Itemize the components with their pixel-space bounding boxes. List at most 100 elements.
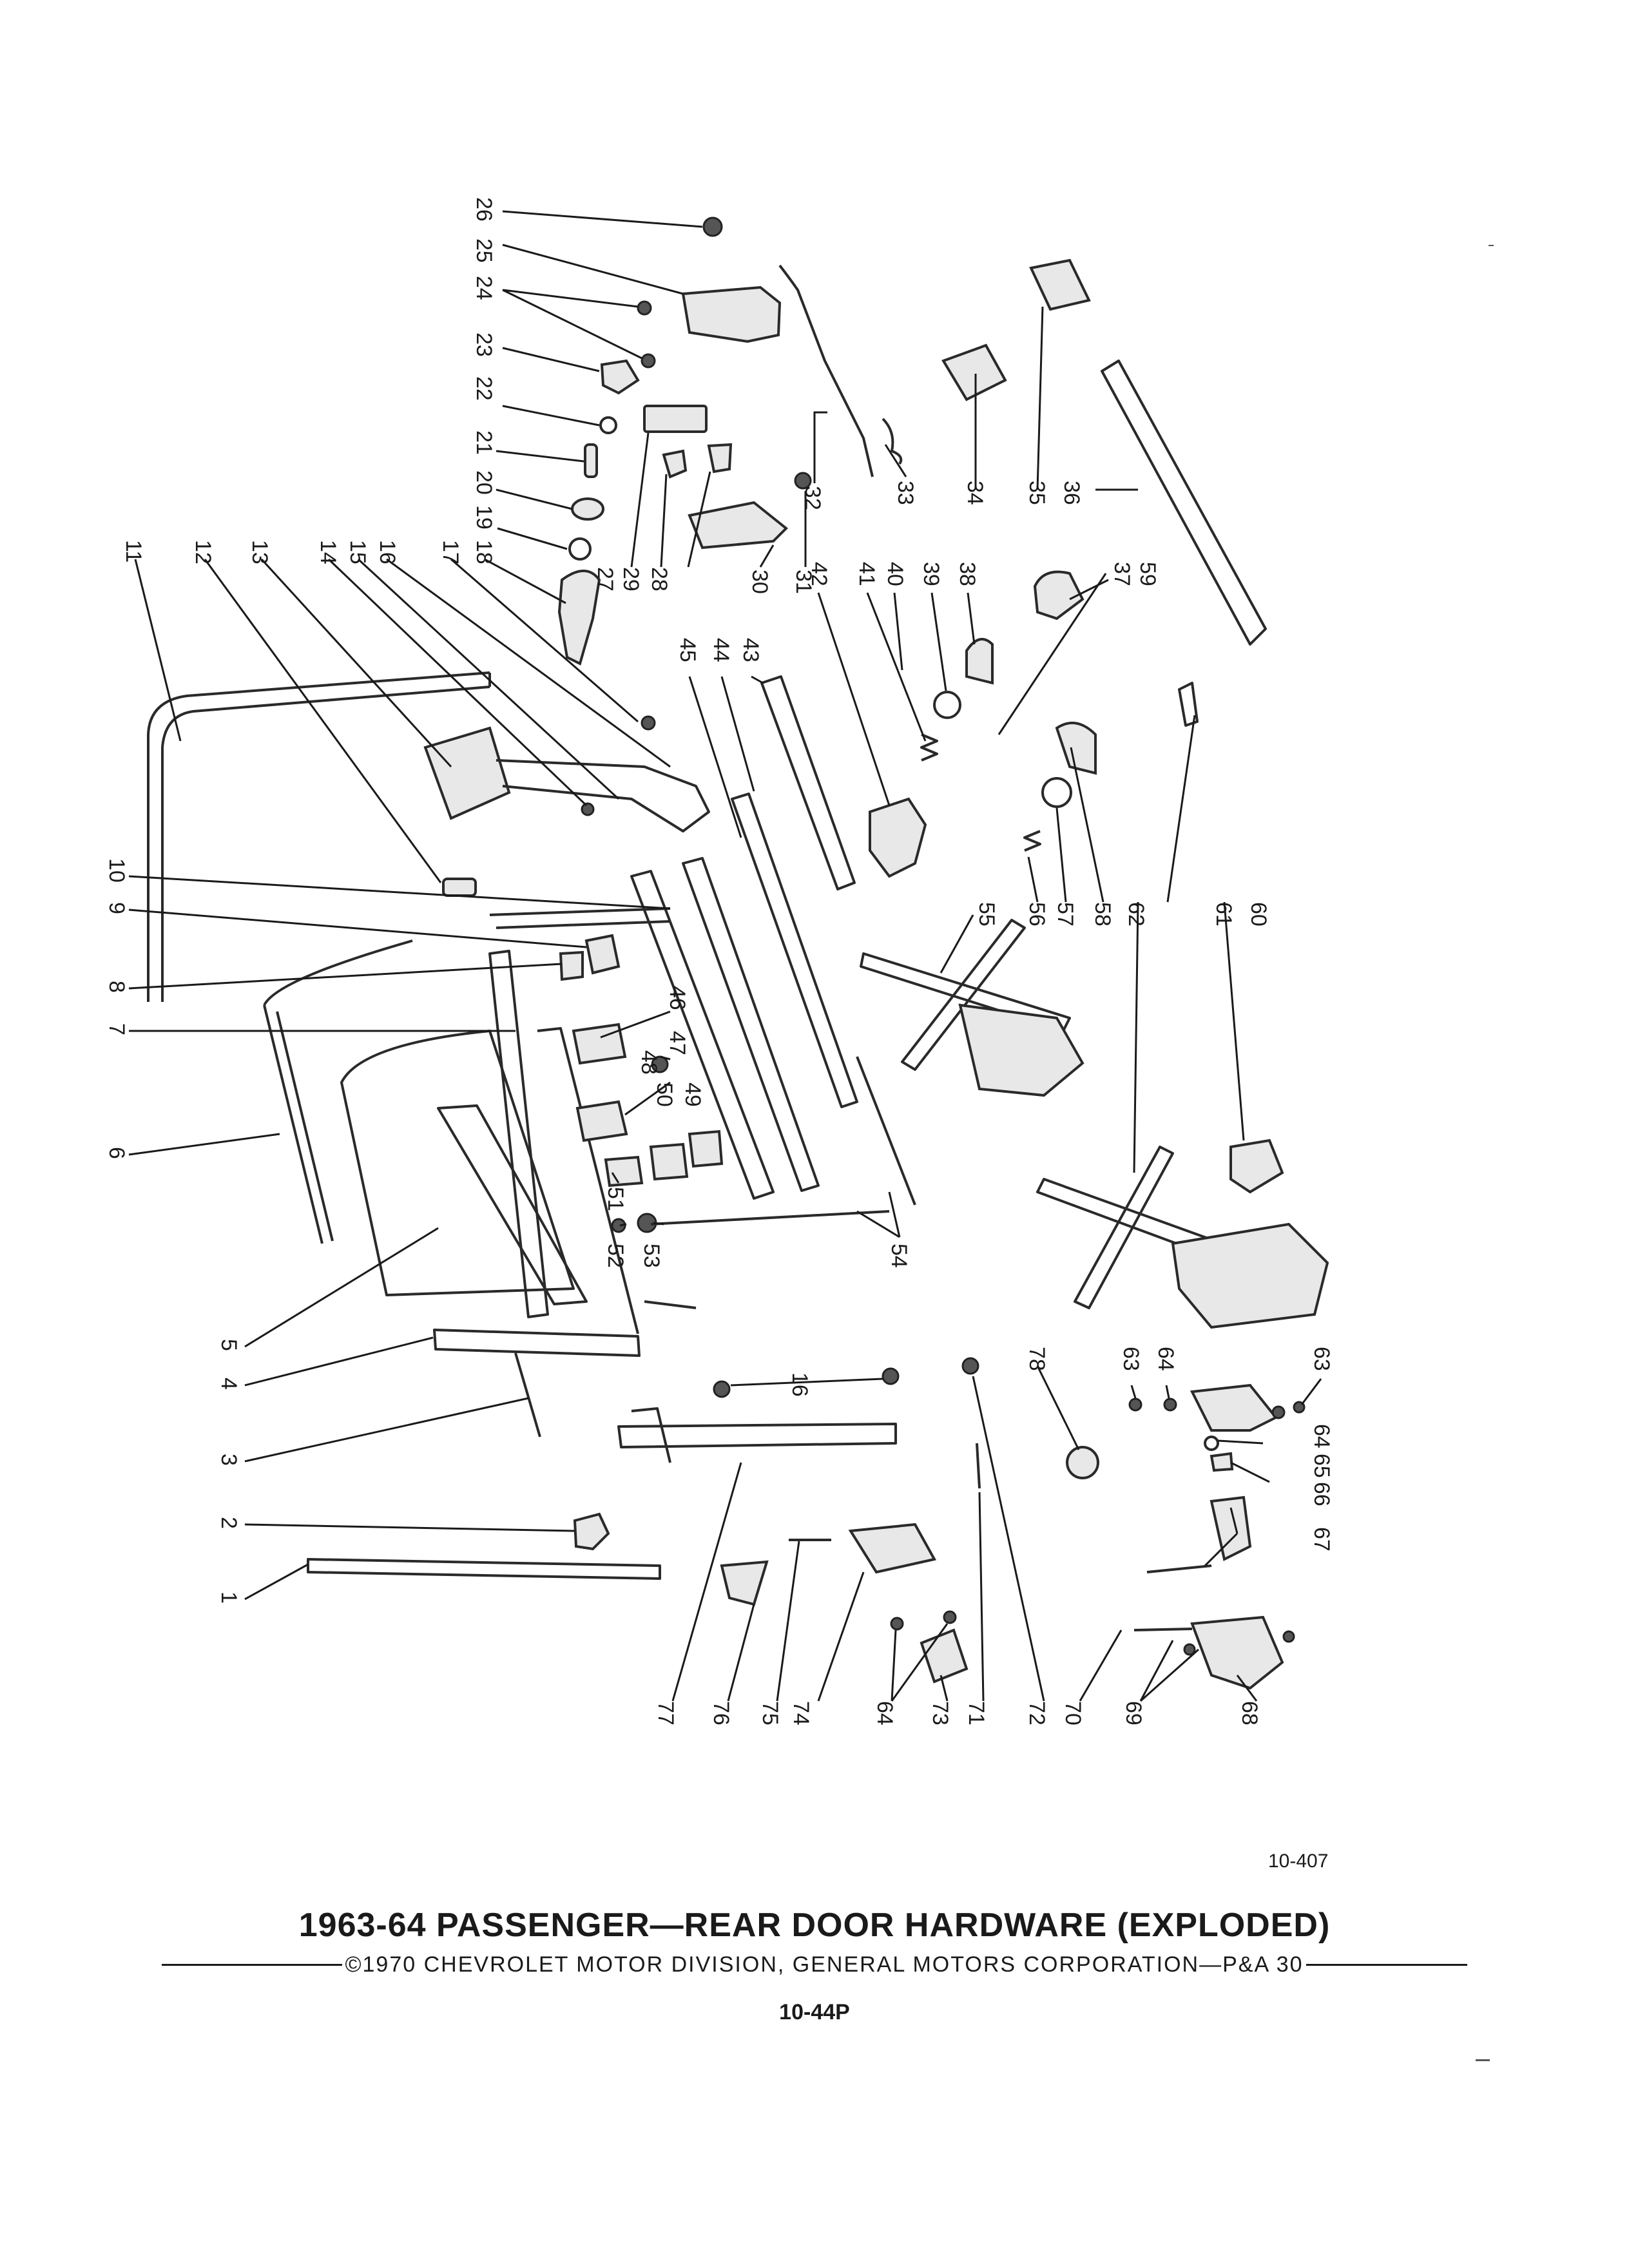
part-handle-bezel bbox=[681, 285, 782, 343]
callout-64: 64 bbox=[1153, 1347, 1178, 1371]
callout-40: 40 bbox=[883, 562, 907, 586]
callout-33: 33 bbox=[893, 481, 918, 505]
callout-63: 63 bbox=[1119, 1347, 1143, 1371]
callout-15: 15 bbox=[345, 540, 370, 564]
callout-56: 56 bbox=[1025, 902, 1049, 927]
callout-57: 57 bbox=[1053, 902, 1077, 927]
figure-code: 10-407 bbox=[1268, 1850, 1329, 1872]
part-weatherstrip bbox=[1101, 360, 1267, 646]
scan-mark bbox=[1489, 245, 1494, 246]
callout-44: 44 bbox=[709, 638, 733, 662]
callout-52: 52 bbox=[603, 1244, 628, 1268]
callout-77: 77 bbox=[653, 1701, 678, 1725]
callout-50: 50 bbox=[652, 1082, 677, 1107]
callout-54: 54 bbox=[887, 1244, 911, 1268]
callout-71: 71 bbox=[964, 1701, 988, 1725]
callout-66: 66 bbox=[1309, 1482, 1334, 1506]
callout-48: 48 bbox=[637, 1050, 661, 1075]
rule-right bbox=[1306, 1964, 1467, 1966]
callout-26: 26 bbox=[472, 197, 496, 222]
part-pad bbox=[442, 878, 477, 897]
callout-31: 31 bbox=[791, 570, 816, 594]
callout-75: 75 bbox=[758, 1701, 782, 1725]
callout-13: 13 bbox=[247, 540, 272, 564]
callout-20: 20 bbox=[472, 470, 496, 495]
rule-left bbox=[162, 1964, 343, 1966]
callout-3: 3 bbox=[217, 1454, 241, 1466]
part-door-frame bbox=[147, 671, 491, 1002]
copyright-text: ©1970 CHEVROLET MOTOR DIVISION, GENERAL … bbox=[345, 1952, 1304, 1977]
page-title: 1963-64 PASSENGER—REAR DOOR HARDWARE (EX… bbox=[298, 1907, 1331, 1944]
callout-labels: 11 12 13 14 15 16 17 18 19 20 21 22 23 2… bbox=[104, 197, 1334, 1725]
callout-41: 41 bbox=[854, 562, 879, 586]
callout-29: 29 bbox=[619, 567, 643, 591]
callout-25: 25 bbox=[472, 238, 496, 263]
callout-16: 16 bbox=[375, 540, 400, 564]
callout-45: 45 bbox=[675, 638, 700, 662]
callout-6: 6 bbox=[104, 1147, 129, 1159]
callout-64-right: 64 bbox=[1309, 1424, 1334, 1448]
callout-73: 73 bbox=[928, 1701, 952, 1725]
callout-49: 49 bbox=[680, 1082, 705, 1107]
callout-61: 61 bbox=[1211, 902, 1236, 927]
callout-58: 58 bbox=[1090, 902, 1115, 927]
callout-35: 35 bbox=[1025, 481, 1049, 505]
callout-62: 62 bbox=[1124, 902, 1148, 927]
callout-17: 17 bbox=[438, 540, 463, 564]
callout-8: 8 bbox=[104, 981, 129, 993]
callout-23: 23 bbox=[472, 332, 496, 357]
callout-10: 10 bbox=[104, 858, 129, 883]
callout-22: 22 bbox=[472, 376, 496, 401]
callout-51: 51 bbox=[603, 1187, 628, 1211]
callout-78: 78 bbox=[1025, 1347, 1049, 1371]
callout-72: 72 bbox=[1025, 1701, 1049, 1725]
callout-24: 24 bbox=[472, 276, 496, 300]
callout-42: 42 bbox=[807, 562, 831, 586]
callout-7: 7 bbox=[104, 1023, 129, 1035]
callout-43: 43 bbox=[738, 638, 763, 662]
callout-1: 1 bbox=[217, 1591, 241, 1604]
callout-63-right: 63 bbox=[1309, 1347, 1334, 1371]
callout-46: 46 bbox=[665, 986, 689, 1010]
callout-55: 55 bbox=[974, 902, 999, 927]
scan-mark bbox=[1476, 2059, 1490, 2061]
callout-67: 67 bbox=[1309, 1527, 1334, 1552]
callout-21: 21 bbox=[472, 430, 496, 455]
part-door-glass bbox=[340, 1030, 575, 1296]
callout-70: 70 bbox=[1061, 1701, 1085, 1725]
callout-64-bottom: 64 bbox=[872, 1701, 897, 1725]
callout-65: 65 bbox=[1309, 1454, 1334, 1478]
part-illustrations bbox=[147, 216, 1329, 1690]
callout-38: 38 bbox=[955, 562, 979, 586]
part-arm-rest bbox=[557, 570, 601, 666]
callout-74: 74 bbox=[789, 1701, 813, 1725]
callout-19: 19 bbox=[472, 505, 496, 530]
callout-60: 60 bbox=[1246, 902, 1271, 927]
callout-34: 34 bbox=[963, 481, 987, 505]
callout-18: 18 bbox=[472, 540, 496, 564]
callout-68: 68 bbox=[1237, 1701, 1262, 1725]
page-number: 10-44P bbox=[779, 2000, 850, 2024]
callout-36: 36 bbox=[1059, 481, 1084, 505]
part-arm-bracket bbox=[423, 726, 511, 820]
part-lock-rod bbox=[778, 264, 874, 477]
callout-14: 14 bbox=[316, 540, 340, 564]
callout-32: 32 bbox=[800, 486, 825, 510]
callout-4: 4 bbox=[217, 1378, 241, 1390]
callout-11: 11 bbox=[121, 540, 146, 562]
copyright-line: ©1970 CHEVROLET MOTOR DIVISION, GENERAL … bbox=[0, 1952, 1629, 1977]
callout-9: 9 bbox=[104, 902, 129, 914]
part-door-lock bbox=[869, 797, 927, 878]
callout-16-lower: 16 bbox=[787, 1372, 812, 1397]
callout-59: 59 bbox=[1135, 562, 1160, 586]
callout-47: 47 bbox=[665, 1031, 689, 1055]
leader-lines bbox=[128, 210, 1322, 1702]
part-motor bbox=[1229, 1139, 1284, 1194]
callout-37: 37 bbox=[1110, 562, 1134, 586]
callout-76: 76 bbox=[709, 1701, 733, 1725]
callout-12: 12 bbox=[191, 540, 215, 564]
callout-27: 27 bbox=[593, 567, 617, 591]
callout-53: 53 bbox=[639, 1244, 664, 1268]
callout-5: 5 bbox=[217, 1339, 241, 1351]
